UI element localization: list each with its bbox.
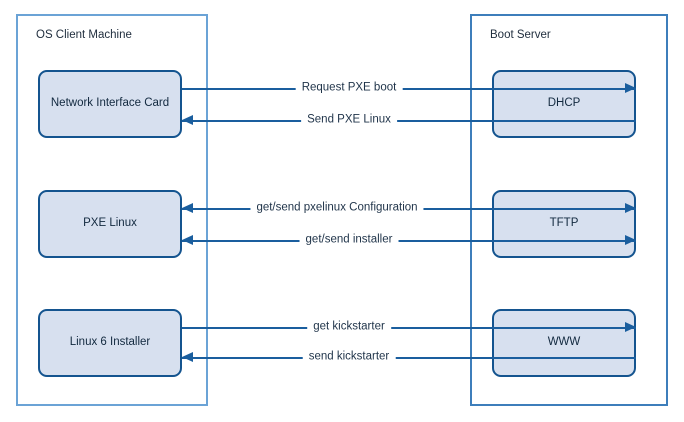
- node-www[interactable]: WWW: [492, 309, 636, 377]
- node-linux-6-installer[interactable]: Linux 6 Installer: [38, 309, 182, 377]
- connector-pxelinux-configuration-arrowhead-right: [625, 202, 636, 213]
- connector-send-kickstarter-label: send kickstarter: [302, 351, 396, 363]
- connector-get-kickstarter-line: [182, 327, 636, 329]
- connector-get-send-installer-arrowhead-right: [625, 234, 636, 245]
- node-network-interface-card[interactable]: Network Interface Card: [38, 70, 182, 138]
- boot-server-title: Boot Server: [490, 29, 551, 41]
- connector-get-send-installer-label: get/send installer: [299, 234, 399, 246]
- connector-get-kickstarter-arrowhead-right: [625, 321, 636, 332]
- connector-request-pxe-boot-line: [182, 88, 636, 90]
- connector-pxelinux-configuration-label: get/send pxelinux Configuration: [250, 202, 424, 214]
- client-machine-title: OS Client Machine: [36, 29, 132, 41]
- connector-get-send-installer-line: [182, 240, 636, 242]
- connector-send-kickstarter-arrowhead-left: [182, 351, 193, 362]
- node-dhcp[interactable]: DHCP: [492, 70, 636, 138]
- connector-get-send-installer-arrowhead-left: [182, 234, 193, 245]
- connector-send-pxe-linux-label: Send PXE Linux: [301, 114, 397, 126]
- node-pxe-linux[interactable]: PXE Linux: [38, 190, 182, 258]
- connector-request-pxe-boot-label: Request PXE boot: [295, 82, 403, 94]
- connector-send-pxe-linux-line: [182, 120, 636, 122]
- connector-send-pxe-linux-arrowhead-left: [182, 114, 193, 125]
- connector-send-kickstarter-line: [182, 357, 636, 359]
- connector-pxelinux-configuration-arrowhead-left: [182, 202, 193, 213]
- connector-get-kickstarter-label: get kickstarter: [307, 321, 391, 333]
- node-tftp[interactable]: TFTP: [492, 190, 636, 258]
- connector-request-pxe-boot-arrowhead-right: [625, 82, 636, 93]
